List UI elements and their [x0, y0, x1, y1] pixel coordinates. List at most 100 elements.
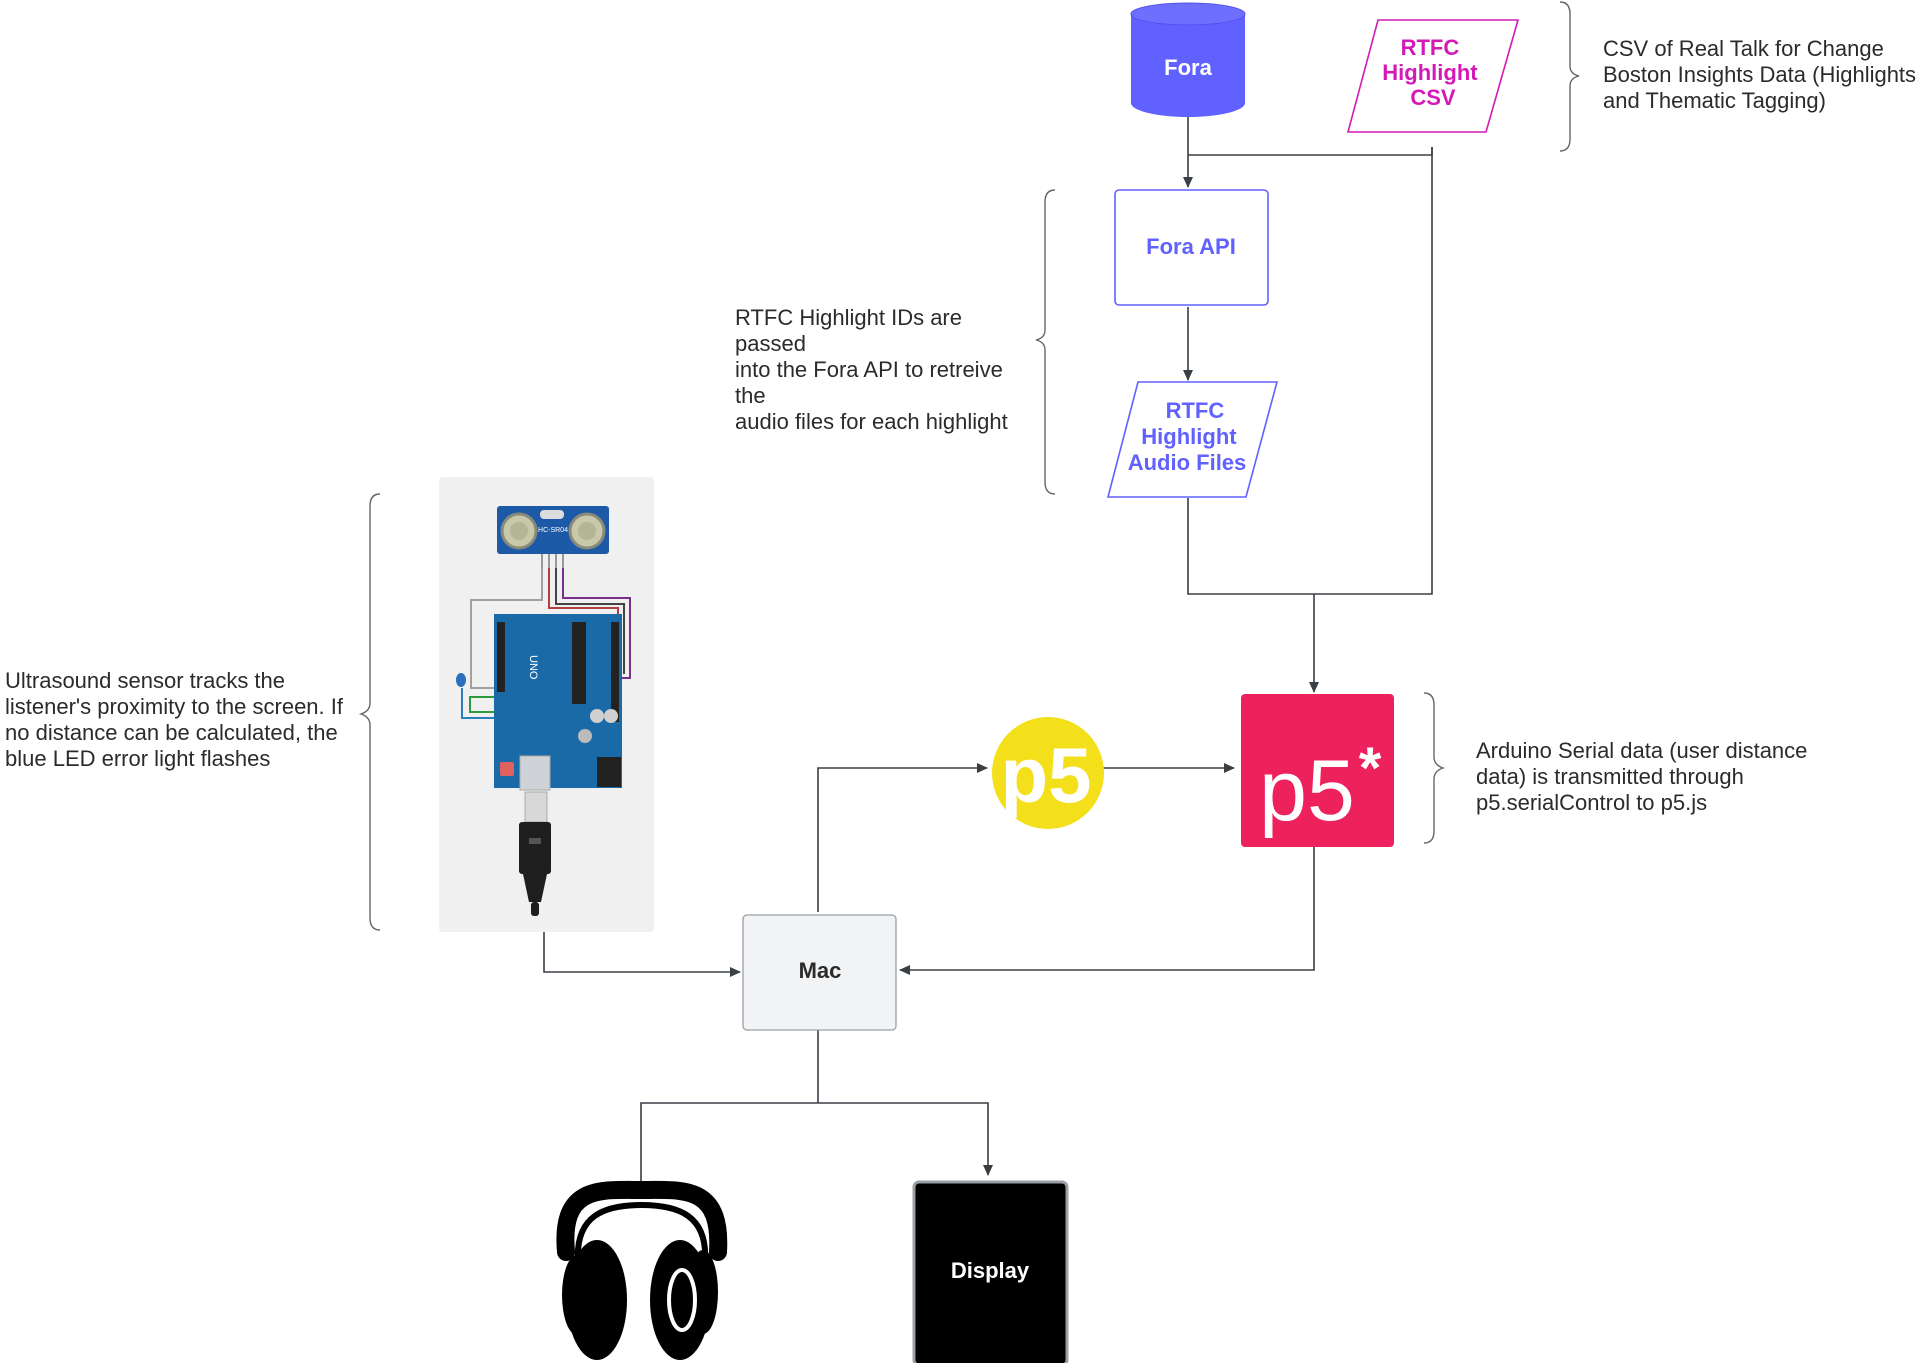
- uno-cap-2: [604, 709, 618, 723]
- arduino-hardware-image: HC-SR04: [439, 477, 654, 932]
- rtfc-csv-label: RTFC Highlight CSV: [1382, 35, 1483, 110]
- csv-bracket: [1559, 1, 1580, 152]
- serial-annotation-line1: Arduino Serial data (user distance: [1476, 738, 1808, 763]
- p5js-asterisk: *: [1359, 736, 1382, 801]
- usb-cable-wire: [531, 902, 539, 916]
- uno-usb-port: [519, 755, 551, 791]
- rtfc-csv-label-line1: RTFC: [1401, 35, 1460, 60]
- rtfc-audio-label: RTFC Highlight Audio Files: [1128, 398, 1247, 475]
- rtfc-audio-files-node: RTFC Highlight Audio Files: [1106, 381, 1279, 498]
- mac-box: [742, 914, 897, 1031]
- rtfc-csv-label-line2: Highlight: [1382, 60, 1478, 85]
- p5-serialcontrol-logo: p5: [992, 717, 1104, 829]
- connector-mac-to-p5-circle: [817, 763, 988, 912]
- fora-label: Fora: [1164, 55, 1212, 80]
- csv-annotation-line2: Boston Insights Data (Highlights: [1603, 62, 1917, 87]
- usb-cable-icon: [519, 791, 551, 916]
- rtfc-highlight-csv-node: RTFC Highlight CSV: [1346, 19, 1520, 133]
- uno-power-jack: [597, 757, 621, 787]
- uno-reset: [500, 762, 514, 776]
- sensor-annotation-line4: blue LED error light flashes: [5, 746, 271, 771]
- arduino-uno-board: UNO: [494, 614, 622, 791]
- wire-dark: [555, 568, 625, 674]
- rtfc-audio-parallelogram: [1106, 381, 1279, 498]
- sensor-pins: [541, 554, 564, 568]
- headphones-left-outer: [562, 1255, 592, 1335]
- wire-gray: [470, 568, 543, 689]
- connector-csv-to-p5: [1314, 147, 1433, 595]
- headphones-icon: [556, 1180, 728, 1360]
- mac-label: Mac: [799, 958, 842, 983]
- fora-cylinder-body: [1131, 14, 1245, 117]
- api-annotation-line1: RTFC Highlight IDs are passed: [735, 305, 962, 356]
- rtfc-audio-label-line3: Audio Files: [1128, 450, 1247, 475]
- rtfc-audio-label-line1: RTFC: [1166, 398, 1225, 423]
- fora-api-box: [1114, 189, 1269, 306]
- rtfc-audio-label-line2: Highlight: [1141, 424, 1237, 449]
- fora-cylinder-top: [1130, 2, 1246, 26]
- headphones-right-ring: [667, 1268, 697, 1332]
- blue-led-icon: [456, 673, 466, 687]
- jumper-wires: [461, 568, 631, 719]
- api-annotation: RTFC Highlight IDs are passed into the F…: [735, 305, 1035, 435]
- wire-green: [469, 696, 494, 713]
- p5-circle-label: p5: [1000, 731, 1091, 819]
- csv-annotation-line3: and Thematic Tagging): [1603, 88, 1826, 113]
- uno-cap-3: [578, 729, 592, 743]
- connector-p5-to-mac: [899, 845, 1315, 975]
- sensor-bracket: [358, 493, 381, 931]
- headphones-band: [556, 1180, 728, 1261]
- usb-plug-metal: [524, 791, 548, 823]
- fora-api-label: Fora API: [1146, 234, 1236, 259]
- csv-annotation: CSV of Real Talk for Change Boston Insig…: [1603, 36, 1918, 114]
- uno-board-body: [494, 614, 622, 788]
- serial-annotation: Arduino Serial data (user distance data)…: [1476, 738, 1816, 816]
- usb-plug-mark: [529, 838, 541, 844]
- p5-circle-badge: [992, 717, 1104, 829]
- sensor-annotation-line3: no distance can be calculated, the: [5, 720, 338, 745]
- mac-node: Mac: [742, 914, 897, 1031]
- serial-bracket: [1423, 692, 1446, 844]
- uno-cap-1: [590, 709, 604, 723]
- csv-annotation-line1: CSV of Real Talk for Change: [1603, 36, 1884, 61]
- connector-csv-to-api: [1188, 147, 1433, 156]
- rtfc-csv-parallelogram: [1346, 19, 1520, 133]
- wire-blue: [461, 688, 494, 719]
- api-annotation-line2: into the Fora API to retreive the: [735, 357, 1003, 408]
- usb-plug-body: [519, 822, 551, 874]
- connector-to-headphones: [636, 1102, 818, 1193]
- rtfc-csv-label-line3: CSV: [1410, 85, 1456, 110]
- serial-annotation-line3: p5.serialControl to p5.js: [1476, 790, 1708, 815]
- sensor-model-label: HC-SR04: [538, 527, 568, 534]
- display-box: [912, 1180, 1069, 1363]
- ultrasonic-sensor-icon: HC-SR04: [497, 506, 609, 568]
- uno-chip: [572, 622, 586, 704]
- api-annotation-line3: audio files for each highlight: [735, 409, 1008, 434]
- connector-to-display: [818, 1102, 993, 1176]
- wire-purple: [562, 568, 631, 679]
- display-label: Display: [951, 1258, 1030, 1283]
- headphones-band-inner: [574, 1201, 709, 1263]
- fora-database: Fora: [1130, 2, 1246, 117]
- sensor-right-eye-inner: [578, 522, 596, 540]
- brackets: [358, 1, 1580, 931]
- connector-audio-to-p5: [1187, 498, 1314, 595]
- serial-annotation-line2: data) is transmitted through: [1476, 764, 1744, 789]
- sensor-annotation-line1: Ultrasound sensor tracks the: [5, 668, 286, 693]
- sensor-left-eye-inner: [510, 522, 528, 540]
- sensor-annotation-line2: listener's proximity to the screen. If: [5, 694, 343, 719]
- display-node: Display: [912, 1180, 1069, 1363]
- sensor-annotation: Ultrasound sensor tracks the listener's …: [5, 668, 355, 772]
- api-bracket: [1035, 189, 1056, 495]
- usb-cable-strain: [523, 874, 547, 902]
- p5js-label: p5: [1259, 743, 1355, 839]
- p5js-logo: p5 *: [1241, 694, 1394, 847]
- p5js-square: [1241, 694, 1394, 847]
- uno-board-label: UNO: [527, 655, 539, 680]
- sensor-crystal: [540, 510, 564, 519]
- connector-arduino-to-mac: [543, 930, 741, 977]
- uno-header-left: [497, 622, 505, 692]
- led-body: [456, 673, 466, 687]
- fora-api-node: Fora API: [1114, 189, 1269, 306]
